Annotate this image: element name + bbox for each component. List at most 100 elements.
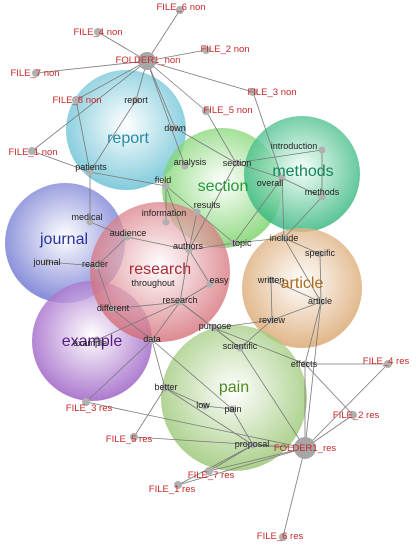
- word-low-node[interactable]: [201, 402, 209, 410]
- cluster-label-research: research: [129, 261, 191, 278]
- word-specific-node[interactable]: [316, 250, 324, 258]
- word-authors-node[interactable]: [185, 246, 193, 254]
- word-label-section: section: [223, 158, 252, 168]
- word-review-node[interactable]: [268, 316, 276, 324]
- word-label-research: research: [162, 295, 197, 305]
- word-label-effects: effects: [291, 359, 318, 369]
- file-4-non-label: FILE_4 non: [73, 27, 122, 38]
- word-label-different: different: [97, 303, 130, 313]
- file-8-non-label: FILE_8 non: [52, 95, 101, 106]
- word-label-reader: reader: [82, 259, 108, 269]
- folder-non-label: FOLDER1_non: [116, 55, 181, 66]
- file-7-res-node[interactable]: [205, 467, 213, 475]
- file-7-non-label: FILE_7 non: [10, 68, 59, 79]
- file-6-non-label: FILE_6 non: [156, 2, 205, 13]
- word-topic-node[interactable]: [230, 239, 238, 247]
- cluster-label-section: section: [198, 178, 249, 195]
- file-4-res-node[interactable]: [384, 360, 392, 368]
- cluster-label-journal: journal: [39, 231, 88, 248]
- file-8-non-node[interactable]: [72, 96, 80, 104]
- word-section-node[interactable]: [232, 159, 240, 167]
- file-2-res-node[interactable]: [349, 411, 357, 419]
- word-label-audience: audience: [110, 228, 147, 238]
- word-labels: report down patients field analysis sect…: [32, 95, 339, 449]
- word-scientific-node[interactable]: [236, 344, 244, 352]
- file-4-res-label: FILE_4 res: [363, 356, 410, 367]
- word-label-scientific: scientific: [223, 341, 258, 351]
- word-proposal-node[interactable]: [249, 441, 257, 449]
- word-patients-node[interactable]: [86, 168, 94, 176]
- word-different-node[interactable]: [108, 305, 116, 313]
- file-7-res-label: FILE_7 res: [188, 470, 235, 481]
- file-5-non-node[interactable]: [202, 107, 210, 115]
- file-4-non-node[interactable]: [94, 28, 102, 36]
- word-audience-node[interactable]: [123, 233, 131, 241]
- word-label-overall: overall: [257, 178, 284, 188]
- cluster-label-article: article: [281, 275, 324, 292]
- word-overall-node[interactable]: [278, 174, 286, 182]
- word-label-information: information: [142, 208, 187, 218]
- file-3-non-label: FILE_3 non: [247, 87, 296, 98]
- word-article-node[interactable]: [317, 298, 325, 306]
- folder-res-node[interactable]: [294, 437, 316, 459]
- word-label-authors: authors: [173, 241, 204, 251]
- word-label-written: written: [257, 275, 285, 285]
- word-label-analysis: analysis: [174, 157, 207, 167]
- file-1-non-label: FILE_1 non: [8, 147, 57, 158]
- word-report-node[interactable]: [132, 96, 140, 104]
- word-pain-node[interactable]: [228, 405, 236, 413]
- file-2-res-label: FILE_2 res: [333, 410, 380, 421]
- word-label-topic: topic: [232, 238, 252, 248]
- word-reader-node[interactable]: [93, 262, 101, 270]
- word-effects-node[interactable]: [301, 360, 309, 368]
- word-information-node[interactable]: [162, 218, 170, 226]
- file-6-non-node[interactable]: [176, 6, 184, 14]
- word-label-proposal: proposal: [235, 439, 270, 449]
- cluster-label-pain: pain: [219, 379, 249, 396]
- file-2-non-node[interactable]: [202, 46, 210, 54]
- file-5-res-label: FILE_5 res: [106, 434, 153, 445]
- word-data-node[interactable]: [148, 336, 156, 344]
- word-medical-node[interactable]: [86, 218, 94, 226]
- word-down-node[interactable]: [171, 124, 179, 132]
- word-include-node[interactable]: [280, 234, 288, 242]
- file-3-res-node[interactable]: [82, 398, 90, 406]
- file-1-res-node[interactable]: [174, 481, 182, 489]
- file-3-non-node[interactable]: [249, 88, 257, 96]
- word-label-include: include: [270, 233, 299, 243]
- cluster-label-methods: methods: [272, 163, 333, 180]
- word-label-down: down: [164, 123, 186, 133]
- word-field-node[interactable]: [162, 182, 170, 190]
- word-results-node[interactable]: [193, 208, 201, 216]
- word-label-introduction: introduction: [271, 141, 318, 151]
- cluster-labels: report section methods journal research …: [39, 130, 334, 396]
- word-example-node[interactable]: [93, 336, 101, 344]
- word-label-medical: medical: [71, 212, 102, 222]
- cluster-label-example: example: [62, 333, 123, 350]
- file-1-res-label: FILE_1 res: [149, 484, 196, 495]
- file-6-res-node[interactable]: [279, 533, 287, 541]
- word-label-pain: pain: [224, 404, 241, 414]
- cluster-report-bubble: [66, 70, 186, 190]
- word-better-node[interactable]: [161, 384, 169, 392]
- file-5-non-label: FILE_5 non: [203, 105, 252, 116]
- file-5-res-node[interactable]: [130, 433, 138, 441]
- folder-non-node[interactable]: [138, 52, 156, 70]
- file-1-non-node[interactable]: [28, 147, 36, 155]
- word-label-purpose: purpose: [199, 321, 232, 331]
- word-label-data: data: [143, 334, 161, 344]
- word-label-journal: journal: [32, 257, 60, 267]
- word-journal-node[interactable]: [43, 258, 51, 266]
- word-methods-node[interactable]: [318, 193, 326, 201]
- word-nodes: [43, 96, 326, 449]
- word-purpose-node[interactable]: [210, 324, 218, 332]
- file-7-non-node[interactable]: [32, 69, 40, 77]
- word-research-node[interactable]: [176, 298, 184, 306]
- word-introduction-node[interactable]: [318, 146, 326, 154]
- word-written-node[interactable]: [267, 276, 275, 284]
- word-label-example: example: [73, 338, 107, 348]
- word-analysis-node[interactable]: [181, 162, 189, 170]
- cluster-pain-bubble: [161, 325, 307, 471]
- word-easy-node[interactable]: [206, 280, 214, 288]
